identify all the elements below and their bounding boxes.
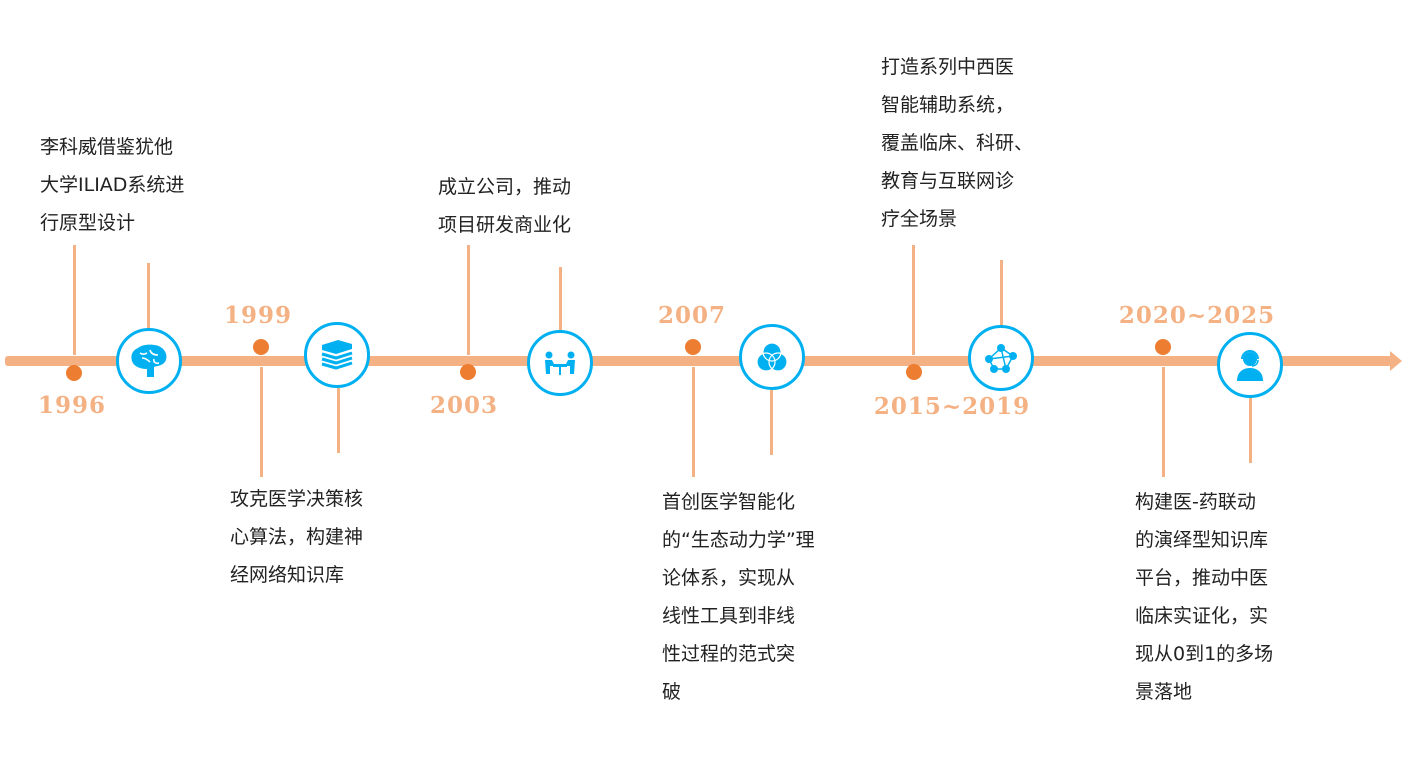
description-line: 教育与互联网诊 (881, 170, 1015, 192)
arrow-head-icon (1390, 351, 1402, 371)
books-icon (304, 322, 370, 388)
venn-icon (739, 324, 805, 390)
year-label: 1996 (37, 392, 106, 419)
description-line: 行原型设计 (40, 212, 136, 234)
description-line: 平台，推动中医 (1135, 567, 1269, 589)
description-line: 现从0到1的多场 (1135, 643, 1274, 665)
connector-line (337, 388, 340, 453)
description-line: 性过程的范式突 (662, 643, 796, 665)
event-description: 李科威借鉴犹他大学ILIAD系统进行原型设计 (40, 128, 184, 242)
description-line: 李科威借鉴犹他 (40, 136, 174, 158)
event-description: 首创医学智能化的“生态动力学”理论体系，实现从线性工具到非线性过程的范式突破 (662, 483, 815, 711)
support-agent-icon (1217, 332, 1283, 398)
description-line: 线性工具到非线 (662, 605, 796, 627)
description-line: 疗全场景 (881, 208, 958, 230)
description-line: 覆盖临床、科研、 (881, 132, 1034, 154)
description-line: 经网络知识库 (230, 564, 345, 586)
description-line: 心算法，构建神 (230, 526, 364, 548)
event-description: 攻克医学决策核心算法，构建神经网络知识库 (230, 480, 363, 594)
event-description: 打造系列中西医智能辅助系统， 覆盖临床、科研、教育与互联网诊疗全场景 (881, 48, 1033, 238)
description-line: 打造系列中西医 (881, 56, 1015, 78)
connector-line (1000, 260, 1003, 326)
connector-line (260, 367, 263, 477)
milestone-dot (66, 365, 82, 381)
year-label: 2015~2019 (873, 393, 1031, 420)
connector-line (559, 267, 562, 333)
year-label: 1999 (223, 302, 292, 329)
description-line: 景落地 (1135, 681, 1193, 703)
description-line: 的演绎型知识库 (1135, 529, 1269, 551)
year-label: 2007 (657, 302, 726, 329)
network-icon (968, 325, 1034, 391)
description-line: 的“生态动力学”理 (662, 529, 815, 551)
description-line: 临床实证化，实 (1135, 605, 1269, 627)
connector-line (1249, 397, 1252, 463)
description-line: 构建医-药联动 (1135, 491, 1256, 513)
connector-line (1162, 367, 1165, 477)
milestone-dot (685, 339, 701, 355)
milestone-dot (1155, 339, 1171, 355)
year-label: 2003 (429, 392, 498, 419)
description-line: 大学ILIAD系统进 (40, 174, 185, 196)
description-line: 成立公司，推动 (438, 176, 572, 198)
description-line: 破 (662, 681, 682, 703)
brain-icon (116, 328, 182, 394)
connector-line (73, 245, 76, 355)
connector-line (770, 390, 773, 455)
year-label: 2020~2025 (1118, 302, 1276, 329)
connector-line (912, 245, 915, 355)
milestone-dot (460, 364, 476, 380)
description-line: 攻克医学决策核 (230, 488, 364, 510)
event-description: 构建医-药联动的演绎型知识库平台，推动中医临床实证化，实现从0到1的多场景落地 (1135, 483, 1273, 711)
event-description: 成立公司，推动项目研发商业化 (438, 168, 571, 244)
connector-line (147, 263, 150, 329)
milestone-dot (253, 339, 269, 355)
timeline-axis (5, 356, 1392, 366)
milestone-dot (906, 364, 922, 380)
connector-line (692, 367, 695, 477)
description-line: 首创医学智能化 (662, 491, 796, 513)
description-line: 论体系，实现从 (662, 567, 796, 589)
description-line: 智能辅助系统， (881, 94, 1015, 116)
meeting-icon (527, 330, 593, 396)
description-line: 项目研发商业化 (438, 214, 572, 236)
connector-line (467, 245, 470, 355)
